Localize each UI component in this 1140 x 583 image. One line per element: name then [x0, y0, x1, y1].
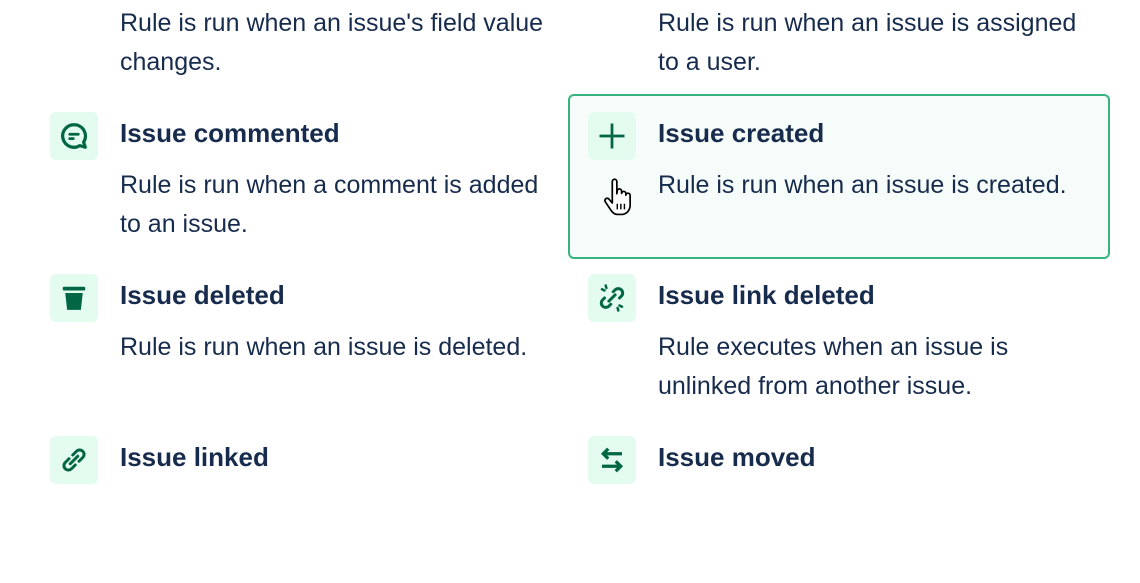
trigger-card-issue-deleted[interactable]: Issue deleted Rule is run when an issue …	[30, 256, 572, 421]
trigger-card-issue-commented[interactable]: Issue commented Rule is run when a comme…	[30, 94, 572, 259]
trigger-title: Issue commented	[120, 118, 340, 148]
trigger-title: Issue deleted	[120, 280, 285, 310]
trigger-card-issue-linked[interactable]: Issue linked	[30, 418, 572, 583]
trigger-card-field-value-changed[interactable]: Rule is run when an issue's field value …	[30, 0, 572, 97]
trigger-description: Rule executes when an issue is unlinked …	[658, 333, 1009, 400]
trigger-description: Rule is run when an issue's field value …	[120, 9, 544, 76]
trigger-card-issue-link-deleted[interactable]: Issue link deleted Rule executes when an…	[568, 256, 1110, 421]
trigger-card-issue-assigned[interactable]: Rule is run when an issue is assigned to…	[568, 0, 1110, 97]
trigger-description: Rule is run when an issue is created.	[658, 171, 1067, 199]
trigger-title: Issue created	[658, 118, 825, 148]
arrows-swap-icon	[588, 436, 636, 484]
trigger-description: Rule is run when an issue is assigned to…	[658, 9, 1077, 76]
hand-cursor-icon	[604, 178, 632, 216]
trigger-title: Issue linked	[120, 442, 269, 472]
trigger-title: Issue moved	[658, 442, 816, 472]
comment-icon	[50, 112, 98, 160]
unlink-icon	[588, 274, 636, 322]
trigger-card-issue-created[interactable]: Issue created Rule is run when an issue …	[568, 94, 1110, 259]
trigger-card-issue-moved[interactable]: Issue moved	[568, 418, 1110, 583]
trigger-description: Rule is run when an issue is deleted.	[120, 333, 528, 361]
trash-icon	[50, 274, 98, 322]
link-icon	[50, 436, 98, 484]
plus-icon	[588, 112, 636, 160]
trigger-description: Rule is run when a comment is added to a…	[120, 171, 539, 238]
trigger-title: Issue link deleted	[658, 280, 875, 310]
